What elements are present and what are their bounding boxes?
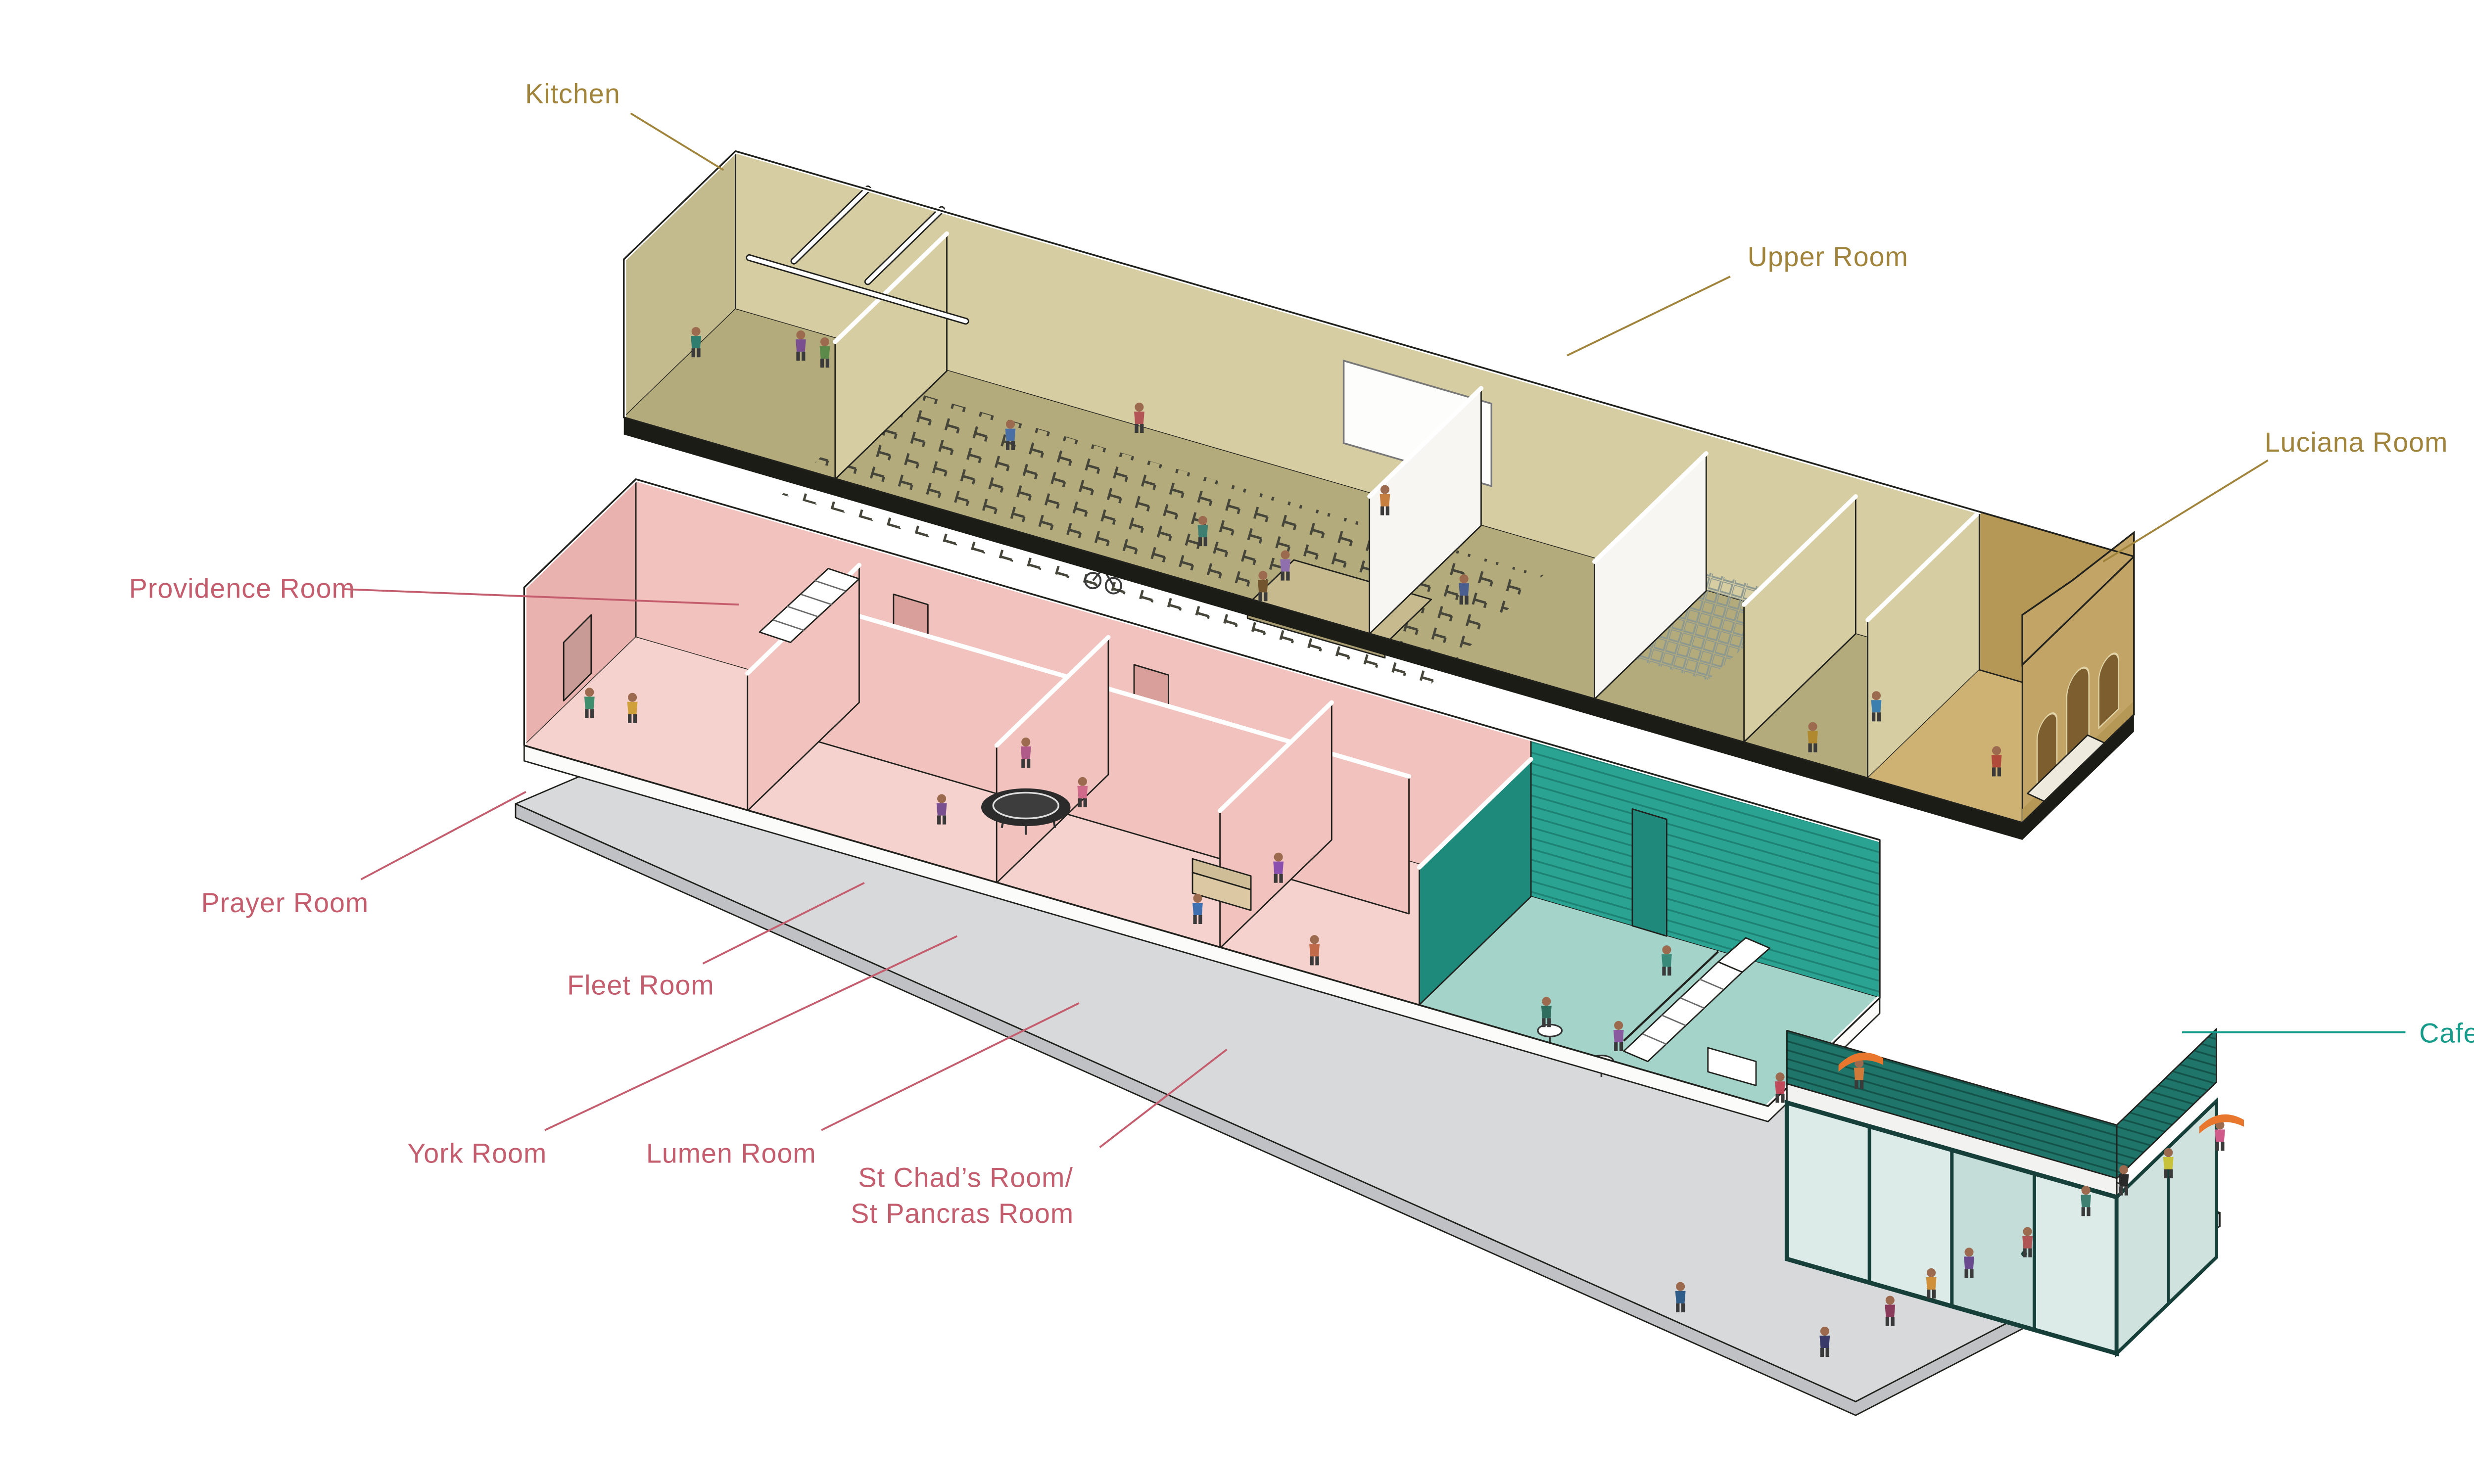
luciana-gable [2021,530,2135,667]
luciana-arched-windows [2036,652,2119,789]
label-kitchen: Kitchen [525,78,620,109]
upper-partition-wall [1742,494,1858,743]
label-fleet-room: Fleet Room [567,970,714,1000]
staircase [759,567,860,643]
upper-floor [621,149,2135,840]
door-opening [563,614,592,702]
labels: Kitchen Upper Room Luciana Room Providen… [129,78,2474,1229]
leader-line-york-room [544,935,958,1131]
upper-partition-wall [1367,386,1483,635]
cafe-mullions [1867,1126,2036,1331]
upper-partition-wall [833,231,950,480]
door-opening [1631,808,1667,937]
umbrella-icon [1838,1052,1883,1072]
luciana-room [1867,511,2135,824]
label-upper-room: Upper Room [1748,241,1908,272]
label-luciana-room: Luciana Room [2265,427,2448,458]
teal-partition-wall [1417,757,1533,1006]
leader-line-prayer-room [360,791,526,881]
cafe-glass-end [2115,1097,2218,1358]
teal-staircase [1623,937,1771,1063]
leader-line-kitchen [630,112,724,171]
person-figure [2215,1120,2225,1151]
middle-floor [522,477,1882,1122]
leader-line-luciana-room [2102,459,2269,563]
upper-floor-outline [623,150,2135,824]
label-york-room: York Room [407,1138,547,1169]
leader-line-st-chads [1099,1049,1228,1148]
service-counter [1707,1047,1757,1086]
label-st-chads-line1: St Chad’s Room/ [858,1162,1073,1193]
cafe-slat-band-end [2116,1028,2217,1179]
label-cafe: Cafe [2419,1018,2474,1049]
leader-line-providence-room [343,588,739,606]
teal-floor-surface [1419,896,1880,1107]
umbrella-icon [2199,1114,2244,1134]
trampoline [981,788,1071,835]
sofa [1191,858,1252,911]
leader-line-upper-room [1567,276,1731,357]
kitchen-walls [746,186,969,325]
label-prayer-room: Prayer Room [201,887,369,918]
cafe-door [1951,1150,2035,1330]
label-st-chads-line2: St Pancras Room [851,1198,1074,1229]
middle-floor-outline [523,478,1881,1107]
leader-line-lumen-room [821,1002,1080,1131]
label-providence-room: Providence Room [129,573,355,603]
cafe-building [1784,1028,2218,1358]
label-lumen-room: Lumen Room [646,1138,816,1169]
upper-partition-wall [1592,451,1709,700]
leader-line-fleet-room [702,882,865,965]
